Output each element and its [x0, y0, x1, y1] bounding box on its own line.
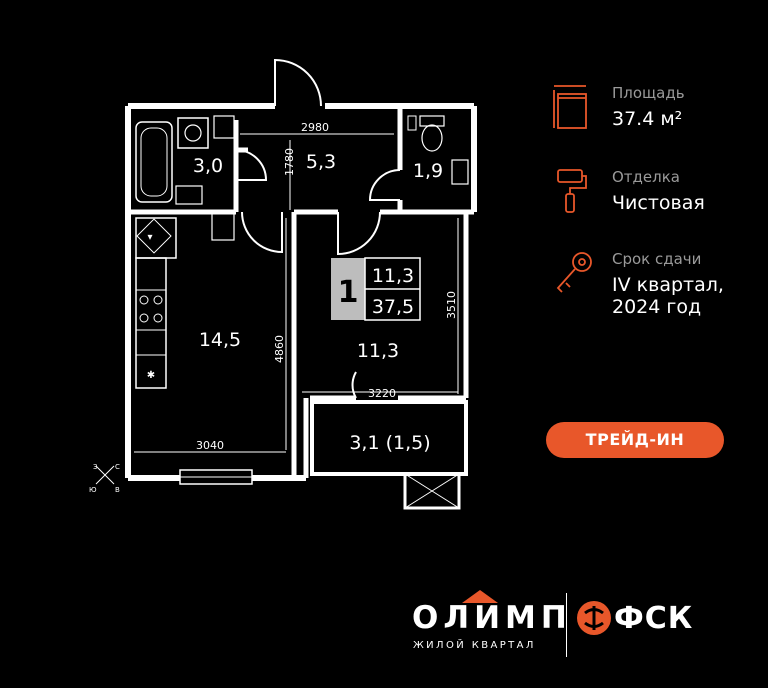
dim-bedroom-depth: 3510: [445, 291, 458, 319]
badge-total-area: 37,5: [372, 296, 414, 318]
dim-kitchen-width: 3040: [196, 439, 224, 452]
kitchen-sink-icon: [135, 217, 177, 259]
paint-roller-icon: [557, 169, 587, 213]
room-area-bedroom: 11,3: [357, 340, 399, 362]
room-area-bathroom: 3,0: [193, 155, 223, 177]
area-info: Площадь 37.4 м²: [552, 80, 685, 136]
dim-hall-depth: 1780: [283, 148, 296, 176]
logo-divider: [566, 593, 567, 657]
finish-label: Отделка: [612, 168, 680, 186]
bedroom-door: [337, 211, 381, 256]
deadline-value-line2: 2024 год: [612, 296, 702, 318]
badge-living-area: 11,3: [372, 265, 414, 287]
trade-in-button[interactable]: ТРЕЙД-ИН: [546, 422, 724, 458]
compass-w: Ю: [89, 486, 97, 494]
kitchen-door: [241, 211, 283, 254]
room-area-balcony: 3,1 (1,5): [349, 432, 430, 454]
finish-value: Чистовая: [612, 192, 705, 214]
balcony-door: [351, 371, 357, 399]
area-label: Площадь: [612, 84, 685, 102]
rooms-badge: [331, 258, 365, 320]
dim-hall-width: 2980: [301, 121, 329, 134]
deadline-label: Срок сдачи: [612, 250, 702, 268]
area-icon: [553, 85, 587, 129]
dim-kitchen-depth: 4860: [273, 335, 286, 363]
fsk-logo: ФСК: [614, 601, 694, 636]
dim-bedroom-width: 3220: [368, 387, 396, 400]
toilet-icon: [419, 115, 445, 127]
deadline-info: Срок сдачи IV квартал, 2024 год: [552, 248, 724, 318]
floor-plan: 3,0 5,3 1,9 14,5 11,3 3,1 (1,5) 2980 178…: [89, 58, 477, 510]
deadline-value-line1: IV квартал,: [612, 274, 724, 296]
fridge-icon: ✱: [147, 370, 155, 381]
badge-rooms-count: 1: [338, 275, 359, 310]
fsk-logo-mark: [577, 601, 611, 635]
bathtub-icon: [135, 121, 173, 203]
bath-sink-icon: [175, 185, 203, 205]
area-value: 37.4 м²: [612, 108, 683, 130]
kitchen-counter: [135, 257, 167, 389]
entrance-door: [274, 58, 322, 107]
washing-machine-icon: [177, 117, 209, 149]
wc-door: [368, 169, 401, 201]
balcony-window: [403, 472, 461, 510]
compass-e: С: [115, 463, 120, 471]
bathroom-door: [235, 149, 268, 181]
olimp-logo-mark: [462, 590, 498, 603]
stove-icon: [139, 295, 149, 305]
compass-s: В: [115, 486, 120, 494]
balcony-outline: [310, 400, 468, 476]
olimp-logo: ОЛИМП: [412, 600, 572, 636]
compass-n: З: [93, 463, 98, 471]
finish-info: Отделка Чистовая: [552, 166, 705, 222]
room-area-kitchen: 14,5: [199, 329, 241, 351]
room-area-hall: 5,3: [306, 151, 336, 173]
room-area-wc: 1,9: [413, 160, 443, 182]
wc-sink-icon: [451, 159, 469, 185]
olimp-logo-subtitle: ЖИЛОЙ КВАРТАЛ: [413, 640, 536, 651]
key-icon: [556, 252, 592, 293]
drop-icon: ▾: [147, 232, 152, 243]
